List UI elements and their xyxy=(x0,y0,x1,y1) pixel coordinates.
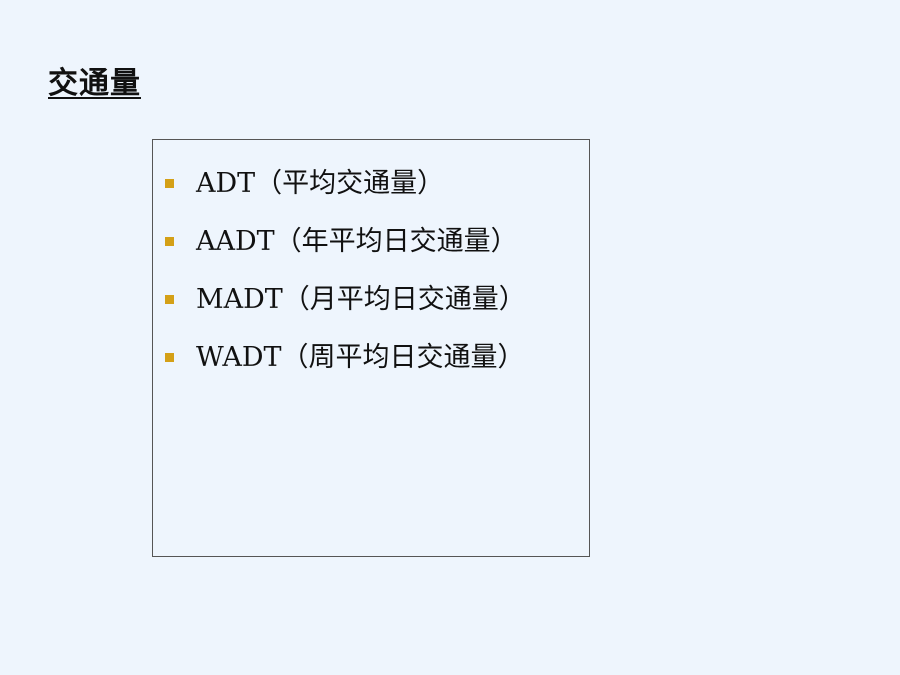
list-item: AADT（年平均日交通量） xyxy=(165,212,526,270)
square-bullet-icon xyxy=(165,236,174,246)
list-item-text: MADT（月平均日交通量） xyxy=(196,283,526,315)
list-item-text: AADT（年平均日交通量） xyxy=(196,225,518,257)
square-bullet-icon xyxy=(165,294,174,304)
slide-title: 交通量 xyxy=(48,66,141,101)
square-bullet-icon xyxy=(165,178,174,188)
content-box: ADT（平均交通量） AADT（年平均日交通量） MADT（月平均日交通量） W… xyxy=(152,139,590,557)
list-item: WADT（周平均日交通量） xyxy=(165,328,526,386)
bullet-list: ADT（平均交通量） AADT（年平均日交通量） MADT（月平均日交通量） W… xyxy=(165,154,526,386)
list-item-text: WADT（周平均日交通量） xyxy=(196,341,525,373)
list-item-text: ADT（平均交通量） xyxy=(196,167,445,199)
square-bullet-icon xyxy=(165,352,174,362)
list-item: ADT（平均交通量） xyxy=(165,154,526,212)
list-item: MADT（月平均日交通量） xyxy=(165,270,526,328)
